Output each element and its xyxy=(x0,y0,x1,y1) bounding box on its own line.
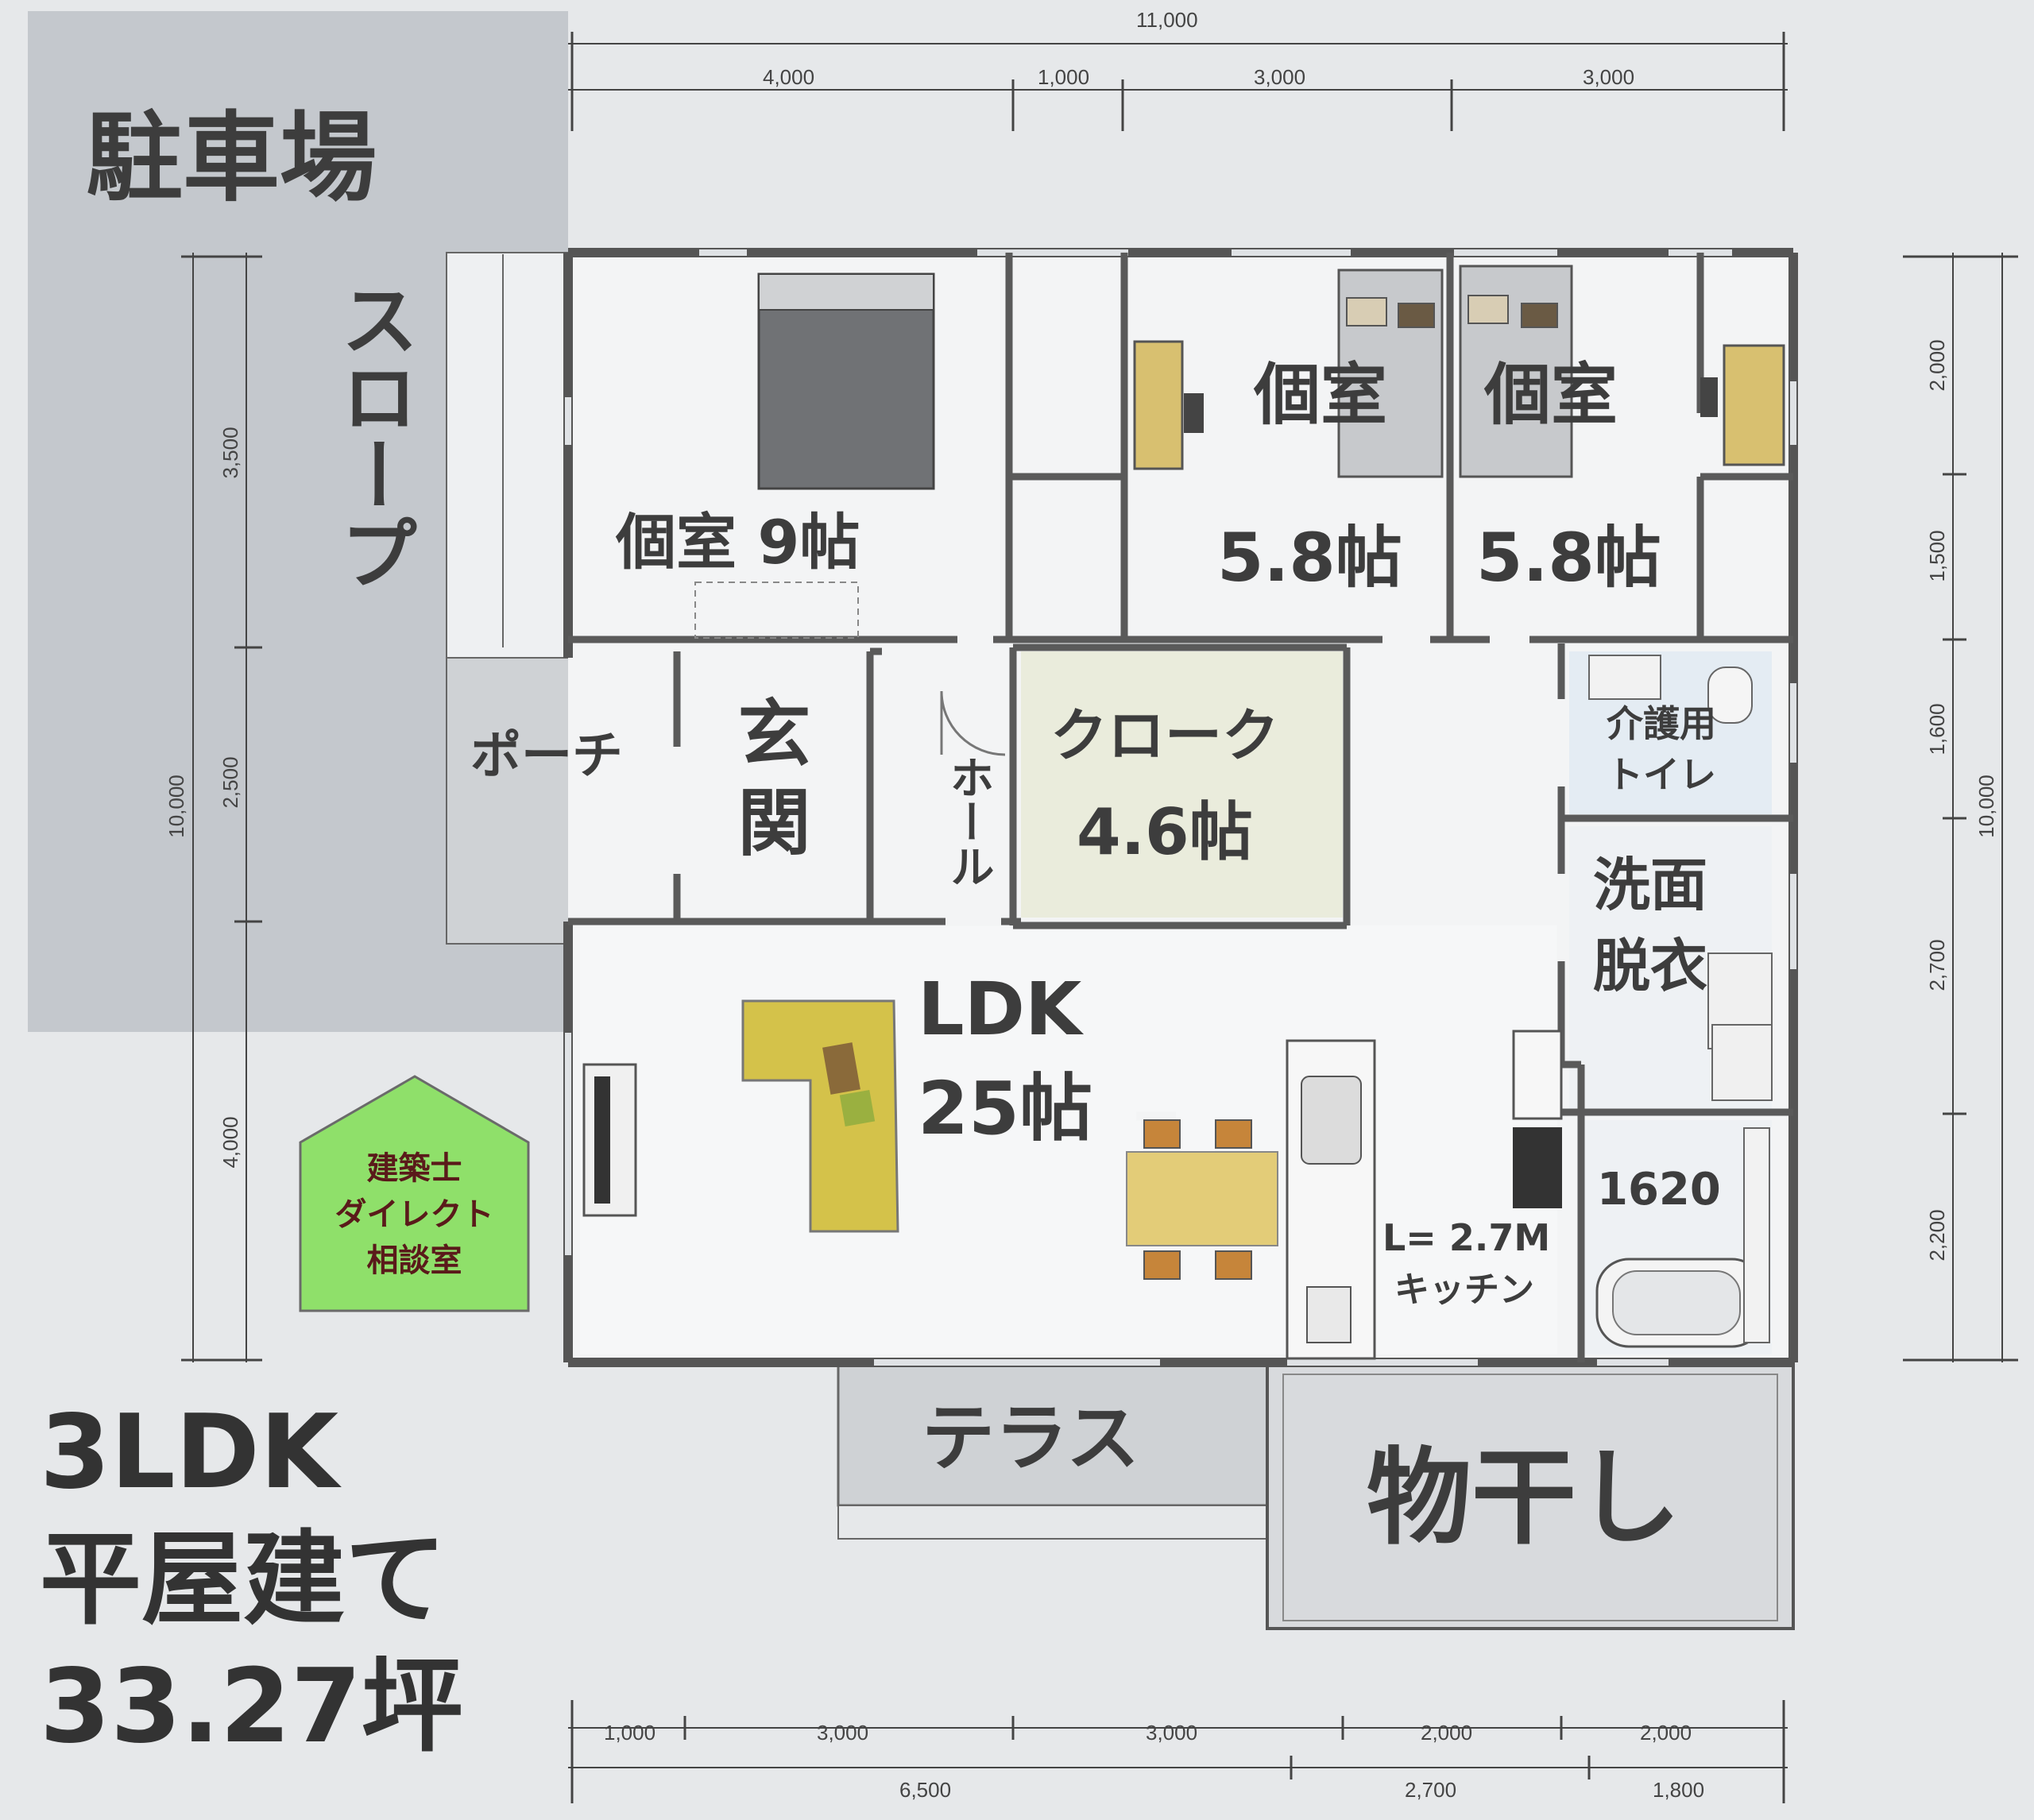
dim-top-3: 3,000 xyxy=(1254,65,1306,89)
cushion-2 xyxy=(839,1090,876,1126)
dim-top-2: 1,000 xyxy=(1038,65,1090,89)
drying-area xyxy=(1266,1361,1795,1630)
cloak-label: クローク xyxy=(1050,702,1280,769)
porch-label: ポーチ xyxy=(470,727,623,786)
terrace-edge xyxy=(837,1505,1268,1540)
dining-chairs xyxy=(1143,1119,1252,1280)
dim-left-1: 3,500 xyxy=(218,427,242,479)
dim-right-4: 2,700 xyxy=(1925,939,1949,991)
drying-label: 物干し xyxy=(1367,1437,1681,1559)
dining-table xyxy=(1126,1151,1278,1246)
room-a-label: 個室 xyxy=(1254,356,1388,434)
toilet-bowl xyxy=(1707,667,1753,724)
room-b-pillow-1 xyxy=(1467,295,1509,324)
dim-bottom-a-2: 3,000 xyxy=(817,1721,869,1745)
plan-title-type: 3LDK xyxy=(40,1393,339,1512)
dim-right-5: 2,200 xyxy=(1925,1209,1949,1262)
room-a-desk xyxy=(1133,340,1184,470)
dim-bottom-a-1: 1,000 xyxy=(604,1721,656,1745)
tv xyxy=(594,1076,610,1204)
sofa xyxy=(741,999,899,1233)
slope-area xyxy=(446,252,569,659)
badge-line-3: 相談室 xyxy=(366,1242,462,1279)
badge-line-1: 建築士 xyxy=(366,1150,462,1187)
master-closet-outline xyxy=(694,582,859,639)
dim-bottom-b-3: 1,800 xyxy=(1653,1778,1705,1802)
bath-wall-edge xyxy=(1743,1127,1770,1343)
dim-left-2: 2,500 xyxy=(218,756,242,809)
room-a-pillow-1 xyxy=(1346,297,1387,327)
dim-bottom-a-5: 2,000 xyxy=(1640,1721,1692,1745)
terrace-label: テラス xyxy=(922,1396,1140,1481)
ldk-floor xyxy=(580,925,1557,1354)
slope-label: スロープ xyxy=(327,280,418,591)
room-a-pillow-2 xyxy=(1398,303,1435,328)
cloak-floor xyxy=(1021,651,1343,918)
dim-bottom-a-4: 2,000 xyxy=(1421,1721,1473,1745)
badge-line-2: ダイレクト xyxy=(334,1196,494,1233)
dim-top-1: 4,000 xyxy=(763,65,815,89)
room-b-pillow-2 xyxy=(1521,303,1558,328)
dim-left-total: 10,000 xyxy=(164,775,188,838)
room-b-label: 個室 xyxy=(1484,356,1618,434)
dimension-ticks xyxy=(181,32,2018,1803)
drying-inner xyxy=(1282,1374,1778,1621)
kitchen-sink xyxy=(1301,1076,1362,1165)
dim-right-3: 1,600 xyxy=(1925,703,1949,755)
dim-left-3: 4,000 xyxy=(218,1116,242,1169)
room-b-desk xyxy=(1723,344,1785,466)
master-bed-pillow xyxy=(758,273,934,311)
badge-house xyxy=(299,1075,530,1312)
door-swing xyxy=(940,690,1006,756)
dimension-lines xyxy=(192,43,2003,1768)
cloak-size-label: 4.6帖 xyxy=(1077,795,1253,869)
parking-label: 駐車場 xyxy=(86,102,377,214)
kitchen-label: キッチン xyxy=(1394,1269,1534,1310)
plan-title-style: 平屋建て xyxy=(40,1521,447,1639)
care-toilet-label-2: トイレ xyxy=(1607,753,1716,796)
ldk-label: LDK xyxy=(918,967,1082,1052)
kitchen-length-label: L= 2.7M xyxy=(1382,1216,1551,1259)
care-toilet-label-1: 介護用 xyxy=(1607,702,1716,745)
dim-right-2: 1,500 xyxy=(1925,530,1949,582)
back-shelf xyxy=(1513,1127,1562,1208)
room-b-size-label: 5.8帖 xyxy=(1476,519,1661,597)
dim-bottom-a-3: 3,000 xyxy=(1146,1721,1198,1745)
windows xyxy=(565,249,1796,1366)
toilet-sink xyxy=(1588,655,1661,700)
washroom-label-2: 脱衣 xyxy=(1593,933,1708,999)
washroom-label-1: 洗面 xyxy=(1593,852,1708,918)
dim-top-total: 11,000 xyxy=(1136,8,1198,32)
dim-top-4: 3,000 xyxy=(1583,65,1635,89)
hall-label: ホール xyxy=(942,755,994,888)
room-b-chair xyxy=(1700,377,1718,417)
entrance-label: 玄関 xyxy=(725,695,810,873)
ldk-size-label: 25帖 xyxy=(918,1066,1093,1151)
interior-walls xyxy=(568,253,1793,1362)
bedroom-main-label: 個室 9帖 xyxy=(616,507,860,578)
plan-title-area: 33.27坪 xyxy=(40,1648,463,1766)
fridge xyxy=(1512,1030,1563,1120)
bathtub-inner xyxy=(1612,1270,1741,1335)
wash-basin xyxy=(1711,1024,1773,1101)
cushion-1 xyxy=(822,1042,860,1095)
room-a-size-label: 5.8帖 xyxy=(1217,519,1402,597)
dim-right-total: 10,000 xyxy=(1974,775,1998,838)
bath-size-label: 1620 xyxy=(1597,1164,1721,1215)
dim-right-1: 2,000 xyxy=(1925,339,1949,392)
door-gaps xyxy=(672,635,1566,1121)
dim-bottom-b-1: 6,500 xyxy=(899,1778,952,1802)
dim-bottom-b-2: 2,700 xyxy=(1405,1778,1457,1802)
kitchen-stove xyxy=(1306,1286,1351,1343)
room-a-chair xyxy=(1184,393,1204,433)
